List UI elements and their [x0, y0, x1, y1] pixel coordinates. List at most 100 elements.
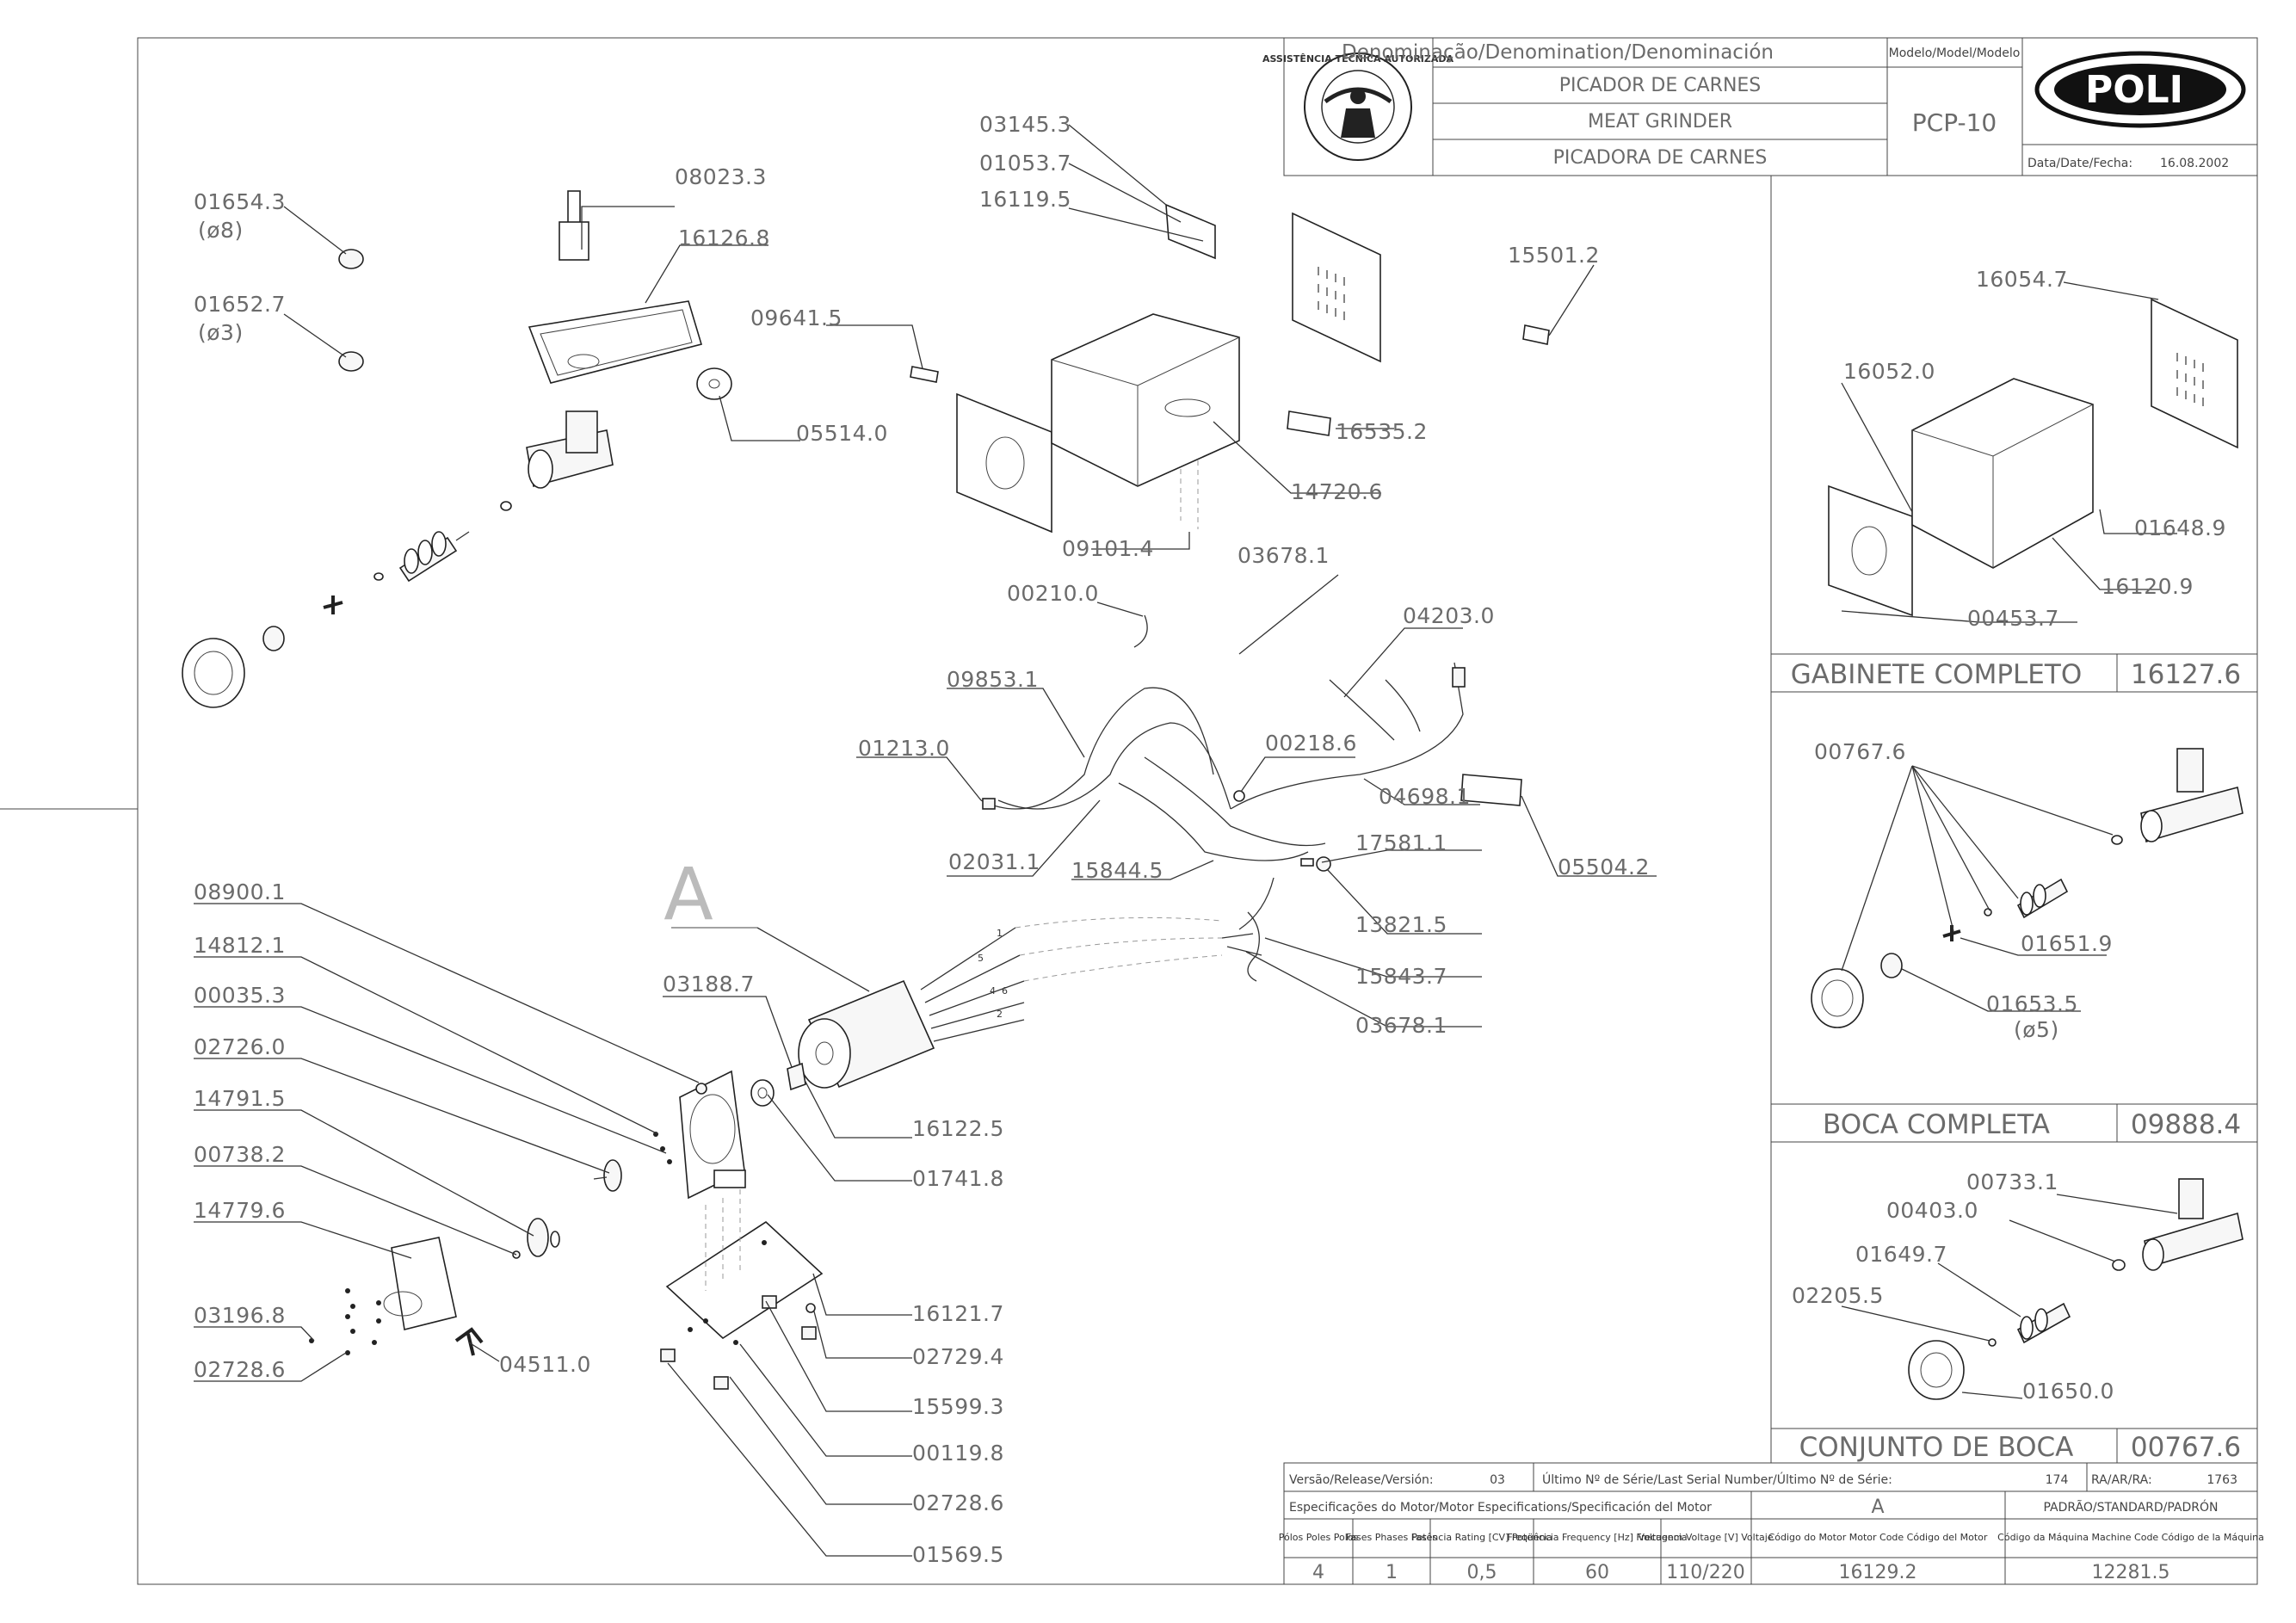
part-number: 01651.9: [2021, 931, 2113, 956]
part-number: 00403.0: [1886, 1198, 1978, 1223]
name-pt: PICADOR DE CARNES: [1559, 75, 1762, 96]
date-label: Data/Date/Fecha:: [2028, 157, 2132, 170]
motor-coupling: [787, 1062, 806, 1091]
ring-washer: [696, 367, 732, 400]
pinion-gear: [603, 1159, 622, 1192]
part-number: 15599.3: [912, 1394, 1004, 1419]
part-number: 17581.1: [1355, 830, 1447, 855]
name-en: MEAT GRINDER: [1588, 111, 1732, 133]
part-number: 01741.8: [912, 1166, 1004, 1191]
part-number: 02726.0: [194, 1034, 286, 1059]
part-number: 01654.3: [194, 189, 286, 214]
motor-letter-a: A: [663, 852, 713, 936]
mouth-set-panel-drawing: [1841, 1178, 2244, 1400]
part-number: 14791.5: [194, 1086, 286, 1111]
part-number: 05514.0: [796, 421, 888, 446]
label-sticker: [910, 366, 939, 383]
wire-harness: [980, 687, 1214, 810]
cabinet-box: [1051, 313, 1240, 487]
tray: [528, 300, 703, 384]
knife: [323, 596, 343, 614]
poli-logo: POLI: [2034, 51, 2246, 128]
part-number: 03678.1: [1237, 543, 1330, 568]
part-number: 03145.3: [979, 112, 1071, 137]
part-number: 00119.8: [912, 1441, 1004, 1466]
part-number: 01652.7: [194, 292, 286, 317]
part-number: 15843.7: [1355, 964, 1447, 989]
base-plate: [665, 1220, 824, 1340]
cable-sticker: [1460, 774, 1522, 806]
part-number: (ø8): [198, 218, 244, 243]
part-number: 02729.4: [912, 1344, 1004, 1369]
power-value: 0,5: [1467, 1562, 1497, 1583]
title-block: ASSISTÊNCIA TÉCNICA AUTORIZADA Denominaç…: [1262, 37, 2258, 176]
cabinet-panel-title: GABINETE COMPLETO: [1791, 659, 2082, 690]
part-number: (ø3): [198, 320, 244, 345]
ra-label: RA/AR/RA:: [2091, 1473, 2152, 1487]
part-number: 00738.2: [194, 1142, 286, 1167]
part-number: 02031.1: [948, 849, 1040, 874]
part-number: 01213.0: [858, 736, 950, 761]
capacitor: [1316, 856, 1331, 872]
version-label: Versão/Release/Versión:: [1289, 1473, 1434, 1487]
wire-label-6: 6: [1002, 985, 1008, 997]
part-number: (ø5): [2014, 1017, 2059, 1042]
motor-letter: A: [1871, 1496, 1884, 1518]
part-number: 16054.7: [1976, 267, 2068, 292]
part-number: 01649.7: [1855, 1242, 1947, 1267]
part-number: 00453.7: [1967, 606, 2059, 631]
machine-code-label: Código da Máquina Machine Code Código de…: [1997, 1532, 2264, 1543]
wing-nut: [454, 1327, 484, 1356]
part-number: 01653.5: [1986, 991, 2078, 1016]
bracket: [1165, 203, 1216, 260]
phases-value: 1: [1386, 1562, 1398, 1583]
part-number: 15844.5: [1071, 858, 1163, 883]
part-number: 13821.5: [1355, 912, 1447, 937]
part-number: 14720.6: [1291, 479, 1383, 504]
ring-nut: [182, 638, 245, 708]
grinder-plate: [262, 626, 285, 651]
right-panels: GABINETE COMPLETO 16127.6 BOCA COMPLETA …: [1770, 176, 2257, 1464]
authorized-service-stamp: ASSISTÊNCIA TÉCNICA AUTORIZADA: [1262, 52, 1454, 161]
part-number: 03678.1: [1355, 1013, 1447, 1038]
part-number: 02205.5: [1792, 1283, 1884, 1308]
part-number: 14812.1: [194, 933, 286, 958]
terminal: [1300, 858, 1314, 867]
foot: [762, 1295, 777, 1309]
part-number: 01650.0: [2022, 1379, 2114, 1404]
mouth-set-panel-code: 00767.6: [2131, 1432, 2241, 1463]
part-number: 04203.0: [1403, 603, 1495, 628]
voltage-label: Voltagem Voltage [V] Voltaje: [1638, 1532, 1773, 1543]
model-number: PCP-10: [1912, 108, 1997, 137]
cable-gland: [1233, 790, 1245, 802]
part-number: 01569.5: [912, 1542, 1004, 1567]
part-number: 16119.5: [979, 187, 1071, 212]
part-number: 04698.1: [1379, 784, 1471, 809]
motor-code-label: Código do Motor Motor Code Código del Mo…: [1768, 1532, 1988, 1543]
poles-label: Pólos Poles Polos: [1279, 1532, 1359, 1543]
spec-block: Versão/Release/Versión: 03 Último Nº de …: [1279, 1462, 2264, 1585]
plug: [1452, 667, 1466, 688]
drive-gear: [527, 1218, 549, 1257]
cabinet-group: [826, 124, 1595, 550]
stamp-text: ASSISTÊNCIA TÉCNICA AUTORIZADA: [1262, 53, 1454, 65]
freq-label: Freqüência Frequency [Hz] Frecuencia: [1507, 1532, 1687, 1543]
name-es: PICADORA DE CARNES: [1553, 147, 1768, 169]
part-number: 16126.8: [678, 225, 770, 250]
wire-label-4: 4: [990, 985, 996, 997]
wire-label-1: 1: [997, 928, 1003, 939]
wiring-group: [856, 574, 1657, 1027]
part-number: 08023.3: [675, 164, 767, 189]
wire-label-2: 2: [997, 1009, 1003, 1020]
part-number: 00210.0: [1007, 581, 1099, 606]
part-number: 09641.5: [750, 305, 842, 330]
part-number: 03188.7: [663, 972, 755, 997]
part-number: 00035.3: [194, 983, 286, 1008]
switch-connector: [982, 798, 996, 810]
power-cable: [1230, 662, 1464, 810]
part-number: 08900.1: [194, 879, 286, 904]
mouth-panel-title: BOCA COMPLETA: [1823, 1109, 2050, 1140]
part-number: 00767.6: [1814, 739, 1906, 764]
part-number: 16052.0: [1843, 359, 1935, 384]
